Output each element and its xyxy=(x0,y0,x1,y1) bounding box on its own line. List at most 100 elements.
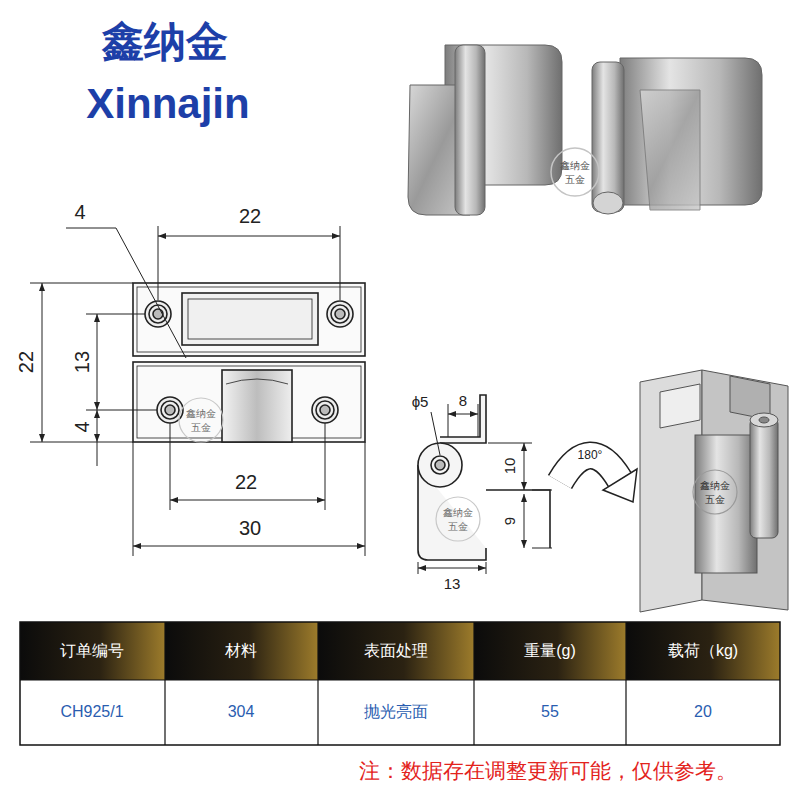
front-view-part xyxy=(137,287,361,352)
spec-table-part xyxy=(626,622,780,680)
table-cell: 304 xyxy=(228,703,255,721)
side-dimension-lines-part xyxy=(431,412,440,455)
product-photo-part xyxy=(593,192,623,214)
rotation-arrow-part xyxy=(608,470,628,479)
front-view-part xyxy=(153,309,163,319)
product-photo-part xyxy=(551,148,599,196)
front-view-part xyxy=(182,293,318,345)
watermark: 五金 xyxy=(565,174,585,185)
side-view-part xyxy=(435,460,445,470)
brand-name: Xinnajin xyxy=(86,81,249,127)
dimension-lines-part xyxy=(325,423,326,510)
side-dimension-lines-part xyxy=(418,568,486,569)
side-dimension-lines-part xyxy=(478,404,479,437)
dimension: 8 xyxy=(459,393,467,410)
spec-table-part xyxy=(474,622,626,680)
side-dimension-lines-part xyxy=(532,548,552,549)
dimension-lines xyxy=(30,226,365,556)
front-view-part xyxy=(149,305,167,323)
side-dimension-lines-part xyxy=(448,404,449,437)
product-photo-part xyxy=(455,45,485,215)
spec-table-part xyxy=(317,622,318,745)
dimension-lines-part xyxy=(97,410,98,442)
table-header: 表面处理 xyxy=(364,642,428,660)
front-view-part xyxy=(316,401,334,419)
side-dimension-lines-part xyxy=(524,494,525,548)
side-dimension-lines-part xyxy=(532,490,552,491)
watermark: 五金 xyxy=(448,521,468,532)
dimension-lines-part xyxy=(365,442,366,556)
rotation-angle: 180° xyxy=(578,449,603,462)
rotation-arrow-part xyxy=(603,469,637,502)
spec-table-part xyxy=(473,622,474,745)
dimension: 9 xyxy=(502,517,519,525)
front-view-part xyxy=(335,309,345,319)
side-dimension-lines-part xyxy=(448,414,478,415)
front-view-part xyxy=(327,301,353,327)
rotation-arrow xyxy=(560,455,637,502)
spec-table-part xyxy=(625,622,626,745)
spec-table-part xyxy=(165,622,318,680)
cabinet-render xyxy=(640,370,788,612)
watermark: 鑫纳金 xyxy=(560,160,590,171)
dimension-lines-part xyxy=(86,314,145,315)
front-view-part xyxy=(165,405,175,415)
front-view-part xyxy=(226,379,288,384)
watermark: 五金 xyxy=(705,494,725,505)
dimension-lines-part xyxy=(30,283,133,284)
dimension-lines-part xyxy=(158,226,159,300)
front-view-part xyxy=(133,362,365,442)
watermark: 鑫纳金 xyxy=(443,507,473,518)
table-cell: 抛光亮面 xyxy=(364,703,428,721)
front-view-part xyxy=(133,283,365,356)
cabinet-render-part xyxy=(759,417,769,423)
side-dimension-lines-part xyxy=(524,443,525,490)
front-view-part xyxy=(331,305,349,323)
front-view xyxy=(133,283,365,442)
cabinet-render-part xyxy=(695,435,757,573)
table-header: 材料 xyxy=(225,642,257,660)
dimension-lines-part xyxy=(170,423,171,510)
side-dimension-lines xyxy=(418,404,552,574)
dimension: 4 xyxy=(71,421,93,432)
dimension-lines-part xyxy=(133,546,365,547)
side-view-part xyxy=(486,490,550,548)
dimension: 30 xyxy=(239,517,261,539)
dimension: 13 xyxy=(71,351,93,373)
dimension: ϕ5 xyxy=(412,394,429,411)
front-view-part xyxy=(179,398,223,442)
watermark: 鑫纳金 xyxy=(700,480,730,491)
dimension-lines-part xyxy=(158,236,340,237)
side-view-part xyxy=(418,443,462,487)
dimension-lines-part xyxy=(97,442,98,466)
table-header: 载荷（kg) xyxy=(668,642,738,660)
front-view-part xyxy=(222,370,292,442)
table-header: 重量(g) xyxy=(524,642,576,660)
table-cell: 55 xyxy=(541,703,559,721)
dimension: 22 xyxy=(15,351,37,373)
product-photo-part xyxy=(640,90,700,210)
front-view-part xyxy=(161,401,179,419)
dimension-lines-part xyxy=(42,283,43,442)
dimension-lines-part xyxy=(133,442,134,556)
dimension-lines-part xyxy=(97,314,98,410)
spec-table-part xyxy=(318,622,474,680)
spec-table-part xyxy=(164,622,165,745)
note: 注：数据存在调整更新可能，仅供参考。 xyxy=(359,759,737,782)
front-view-part xyxy=(188,299,312,339)
dimension-lines-part xyxy=(340,226,341,300)
spec-table-part xyxy=(20,680,780,745)
side-view-part xyxy=(431,456,449,474)
dimension: 22 xyxy=(235,471,257,493)
table-header: 订单编号 xyxy=(60,642,124,660)
dimension: 4 xyxy=(74,201,85,223)
product-photo-part xyxy=(592,62,624,212)
side-view-part xyxy=(436,497,480,541)
product-photo xyxy=(408,45,762,215)
dimension-lines-part xyxy=(66,228,116,229)
dimension-lines-part xyxy=(30,442,133,443)
cabinet-render-part xyxy=(660,384,700,428)
side-view xyxy=(418,395,550,560)
